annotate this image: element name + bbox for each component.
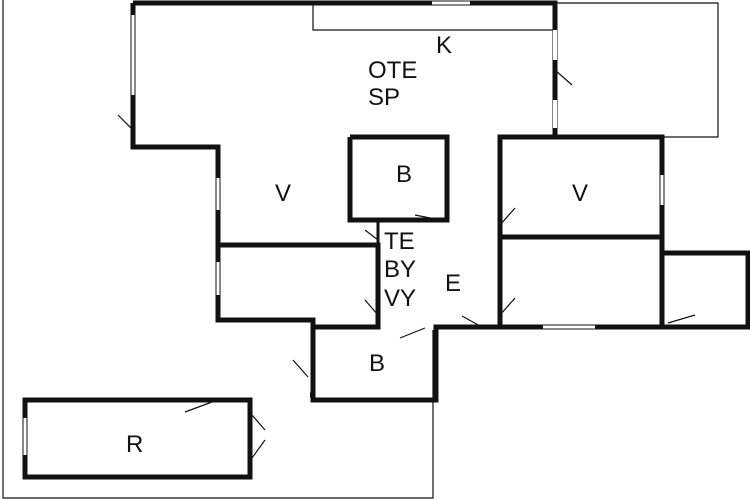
terrace-outline: [555, 2, 719, 138]
kitchen-counter: [312, 3, 555, 31]
window-lines: [22, 0, 665, 455]
label-room-v-left: V: [275, 180, 292, 207]
label-ote: OTE: [368, 57, 418, 84]
label-hall-vy: VY: [384, 285, 417, 312]
label-bath-top: B: [396, 161, 413, 188]
label-sp: SP: [368, 84, 401, 111]
label-room-r: R: [126, 431, 144, 458]
label-bath-bottom: B: [369, 350, 386, 377]
door-swings: [117, 69, 696, 459]
label-hall-e: E: [445, 270, 462, 297]
label-kitchen: K: [436, 32, 453, 59]
label-hall-te: TE: [384, 228, 415, 255]
outer-boundary: [2, 0, 434, 499]
label-room-v-right: V: [572, 180, 589, 207]
label-hall-by: BY: [384, 256, 417, 283]
window-openings: [23, 1, 664, 455]
